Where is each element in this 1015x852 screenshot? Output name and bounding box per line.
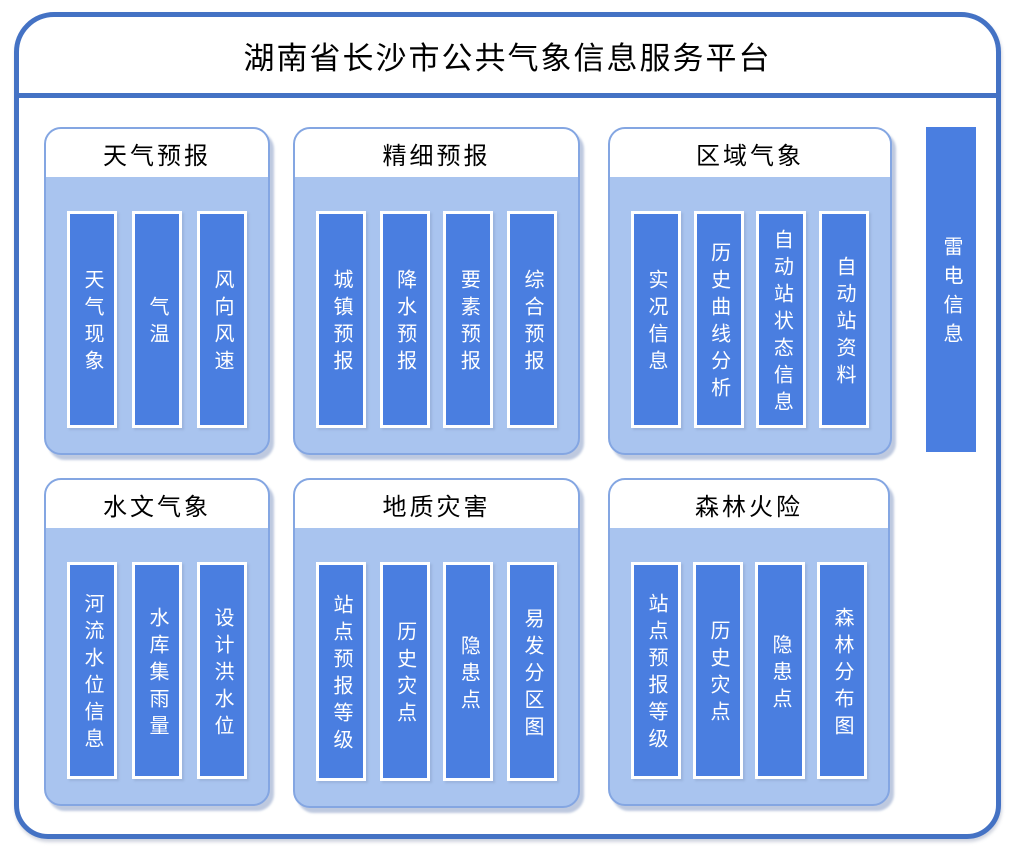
item-bar-label: 综合预报 (520, 269, 543, 377)
panel-title: 森林火险 (695, 493, 803, 521)
panel-header: 精细预报 (295, 129, 578, 177)
item-bar-label: 站点预报等级 (330, 594, 352, 756)
item-bar-label: 实况信息 (645, 269, 667, 377)
lightning-info-bar: 雷电信息 (926, 127, 976, 452)
panel-body: 站点预报等级 历史灾点 隐患点 森林分布图 (610, 528, 888, 804)
panel-regional-meteorology: 区域气象 实况信息 历史曲线分析 自动站状态信息 自动站资料 (608, 127, 892, 455)
item-bar-fine-forecast-1: 降水预报 (379, 211, 430, 428)
item-bar-label: 降水预报 (393, 269, 416, 377)
item-bar-label: 历史灾点 (707, 620, 729, 728)
item-bar-label: 要素预报 (457, 269, 480, 377)
panel-header: 地质灾害 (295, 480, 578, 528)
item-bar-label: 易发分区图 (520, 607, 543, 743)
panel-geological-disaster: 地质灾害 站点预报等级 历史灾点 隐患点 易发分区图 (293, 478, 580, 808)
item-bar-forest-fire-2: 隐患点 (755, 562, 805, 779)
item-bar-regional-meteorology-1: 历史曲线分析 (693, 211, 744, 428)
item-bar-fine-forecast-0: 城镇预报 (316, 211, 366, 428)
panel-body: 实况信息 历史曲线分析 自动站状态信息 自动站资料 (610, 177, 890, 453)
panel-hydro-meteorology: 水文气象 河流水位信息 水库集雨量 设计洪水位 (44, 478, 270, 806)
item-bar-forest-fire-1: 历史灾点 (693, 562, 743, 779)
panel-title: 区域气象 (696, 142, 804, 170)
panel-body: 城镇预报 降水预报 要素预报 综合预报 (295, 177, 578, 453)
page-title: 湖南省长沙市公共气象信息服务平台 (243, 40, 772, 76)
item-bar-hydro-meteorology-1: 水库集雨量 (132, 562, 182, 779)
item-bar-label: 站点预报等级 (645, 593, 667, 755)
panel-header: 水文气象 (46, 480, 268, 528)
panel-weather-forecast: 天气预报 天气现象 气温 风向风速 (44, 127, 270, 455)
item-bar-label: 森林分布图 (831, 606, 853, 742)
title-bar: 湖南省长沙市公共气象信息服务平台 (19, 17, 996, 98)
item-bar-fine-forecast-2: 要素预报 (443, 211, 494, 428)
panel-body: 站点预报等级 历史灾点 隐患点 易发分区图 (295, 528, 578, 806)
item-bar-hydro-meteorology-2: 设计洪水位 (197, 562, 247, 779)
panel-title: 天气预报 (103, 142, 211, 170)
item-bar-geological-disaster-2: 隐患点 (443, 562, 494, 781)
item-bar-forest-fire-0: 站点预报等级 (631, 562, 681, 779)
item-bar-label: 隐患点 (769, 633, 791, 715)
item-bar-label: 自动站资料 (832, 255, 855, 391)
diagram-frame: 湖南省长沙市公共气象信息服务平台 天气预报 天气现象 气温 风向风速 精细预报 城镇… (14, 12, 1001, 839)
item-bar-regional-meteorology-3: 自动站资料 (818, 211, 869, 428)
panel-title: 精细预报 (382, 142, 491, 170)
item-bar-forest-fire-3: 森林分布图 (817, 562, 867, 779)
item-bar-regional-meteorology-0: 实况信息 (631, 211, 681, 428)
item-bar-label: 气温 (146, 296, 168, 350)
panel-header: 天气预报 (46, 129, 268, 177)
item-bar-weather-forecast-0: 天气现象 (67, 211, 117, 428)
item-bar-label: 设计洪水位 (211, 606, 233, 742)
item-bar-label: 风向风速 (211, 269, 233, 377)
item-bar-label: 水库集雨量 (146, 606, 168, 742)
panel-body: 河流水位信息 水库集雨量 设计洪水位 (46, 528, 268, 804)
item-bar-label: 历史灾点 (393, 621, 416, 729)
panel-body: 天气现象 气温 风向风速 (46, 177, 268, 453)
item-bar-geological-disaster-1: 历史灾点 (379, 562, 430, 781)
panel-fine-forecast: 精细预报 城镇预报 降水预报 要素预报 综合预报 (293, 127, 580, 455)
item-bar-label: 历史曲线分析 (707, 242, 730, 404)
item-bar-fine-forecast-3: 综合预报 (506, 211, 557, 428)
panel-header: 区域气象 (610, 129, 890, 177)
panel-title: 水文气象 (103, 493, 211, 521)
item-bar-label: 天气现象 (81, 269, 103, 377)
panel-forest-fire: 森林火险 站点预报等级 历史灾点 隐患点 森林分布图 (608, 478, 890, 806)
item-bar-hydro-meteorology-0: 河流水位信息 (67, 562, 117, 779)
item-bar-label: 自动站状态信息 (770, 228, 793, 418)
item-bar-weather-forecast-1: 气温 (132, 211, 182, 428)
item-bar-weather-forecast-2: 风向风速 (197, 211, 247, 428)
panel-header: 森林火险 (610, 480, 888, 528)
lightning-info-label: 雷电信息 (940, 236, 962, 352)
item-bar-label: 河流水位信息 (81, 593, 103, 755)
item-bar-geological-disaster-3: 易发分区图 (506, 562, 557, 781)
panel-title: 地质灾害 (382, 493, 491, 521)
item-bar-label: 城镇预报 (330, 269, 352, 377)
item-bar-label: 隐患点 (457, 634, 480, 716)
item-bar-geological-disaster-0: 站点预报等级 (316, 562, 366, 781)
item-bar-regional-meteorology-2: 自动站状态信息 (756, 211, 807, 428)
